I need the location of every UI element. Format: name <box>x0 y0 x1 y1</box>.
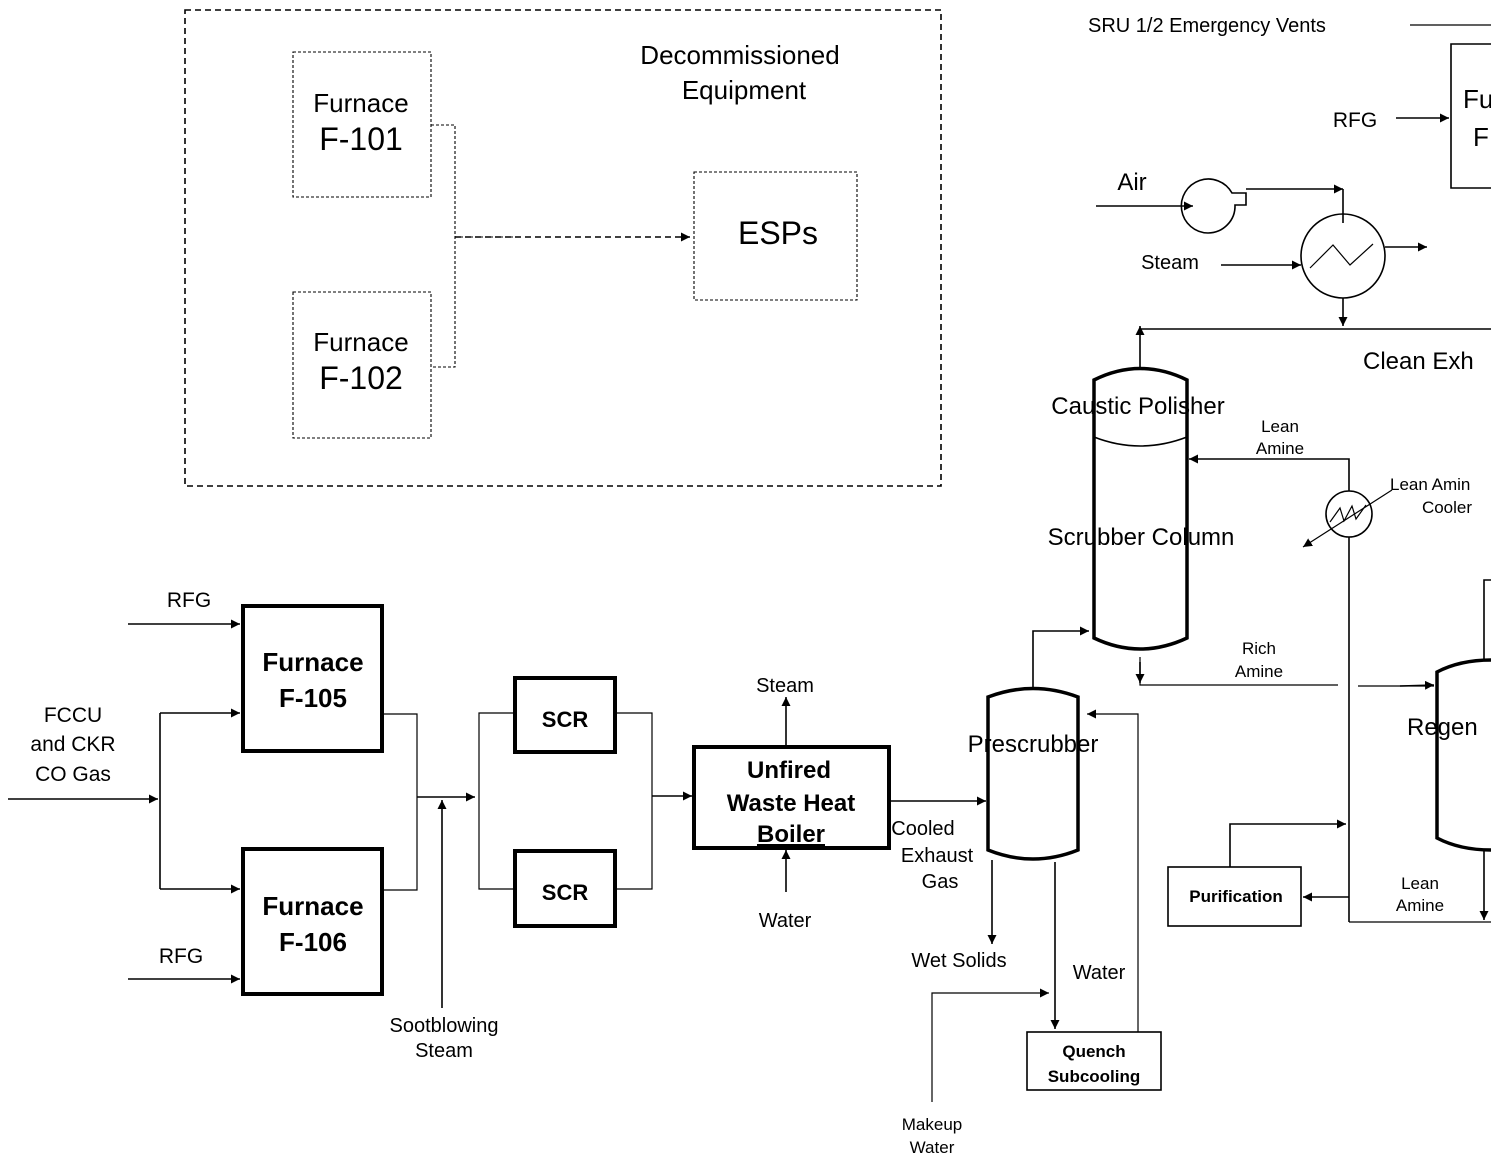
rich-amine-line <box>1139 657 1434 687</box>
lean-amine-bottom-label-line1: Lean <box>1401 874 1439 893</box>
scrubber-column-vessel <box>1092 366 1189 651</box>
esps-label: ESPs <box>738 215 818 251</box>
partial-furnace-label-line2: F <box>1473 122 1489 152</box>
water-label: Water <box>1073 962 1126 984</box>
purification-box <box>1167 866 1302 927</box>
wet-solids-label: Wet Solids <box>911 950 1006 972</box>
decommissioned-group: Decommissioned Equipment Furnace F-101 F… <box>184 9 942 487</box>
cooled-gas-label-line1: Cooled <box>891 818 954 840</box>
makeup-water-label-line1: Makeup <box>902 1115 962 1134</box>
boiler-label-line1: Unfired <box>747 757 831 784</box>
rich-amine-label-line1: Rich <box>1242 639 1276 658</box>
makeup-water-line <box>931 988 1049 1102</box>
rich-amine-to-regen-arrow <box>1399 680 1435 690</box>
partial-furnace-box <box>1450 43 1491 189</box>
regenerator-vessel <box>1435 658 1491 852</box>
feed-label-line3: CO Gas <box>35 763 111 786</box>
regenerator-label: Regen <box>1407 714 1478 741</box>
boiler-water-label: Water <box>759 910 812 932</box>
furnace-f105-label-line1: Furnace <box>262 647 363 677</box>
esps-box <box>693 171 858 301</box>
top-right-section: SRU 1/2 Emergency Vents Fu F RFG Air Ste… <box>1088 15 1491 326</box>
quench-label-line2: Subcooling <box>1048 1067 1141 1086</box>
scrubber-column-label: Scrubber Column <box>1048 524 1235 551</box>
rfg-top-label: RFG <box>167 589 211 612</box>
scrubber-section: Caustic Polisher Scrubber Column Clean E… <box>1048 326 1491 927</box>
quench-subcooling-box <box>1026 1031 1162 1091</box>
furnace-f106-label-line1: Furnace <box>262 891 363 921</box>
purification-return-line <box>1229 819 1346 867</box>
rfg-bottom-label: RFG <box>159 945 203 968</box>
lean-amine-top-line <box>1189 454 1350 533</box>
air-label: Air <box>1117 169 1146 196</box>
lean-amine-cooler-arrow <box>1302 489 1393 548</box>
furnace-outlet-merge <box>382 713 418 891</box>
lean-amine-bottom-label-line2: Amine <box>1396 896 1444 915</box>
scr-bottom-label: SCR <box>542 880 589 905</box>
quench-label-line1: Quench <box>1062 1042 1125 1061</box>
purification-label: Purification <box>1189 887 1283 906</box>
feed-label-line2: and CKR <box>30 733 115 756</box>
feed-label-line1: FCCU <box>44 704 102 727</box>
lean-amine-cooler-label-line1: Lean Amin <box>1390 475 1470 494</box>
scr-bottom-box <box>513 849 617 928</box>
lean-amine-top-label-line2: Amine <box>1256 439 1304 458</box>
decommissioned-title-line1: Decommissioned <box>640 40 839 70</box>
furnace-f105-box <box>241 604 384 753</box>
clean-exhaust-label: Clean Exh <box>1363 348 1474 375</box>
prescrubber-overhead-line <box>1032 626 1089 688</box>
lean-amine-top-label-line1: Lean <box>1261 417 1299 436</box>
decommissioned-title-line2: Equipment <box>682 75 807 105</box>
caustic-polisher-label: Caustic Polisher <box>1051 393 1224 420</box>
lean-amine-cooler-coil <box>1329 504 1367 523</box>
furnace-f102-label-line2: F-102 <box>319 360 403 396</box>
cooled-gas-label-line2: Exhaust <box>901 845 974 867</box>
scr-outlet-merge <box>615 712 653 890</box>
boiler-label-line3: Boiler <box>757 821 825 848</box>
decommissioned-boundary <box>184 9 942 487</box>
partial-furnace-label-line1: Fu <box>1463 84 1491 114</box>
caustic-polisher-divider <box>1093 436 1188 447</box>
steam-label: Steam <box>1141 252 1199 274</box>
scr-top-label: SCR <box>542 707 589 732</box>
prescrubber-section: Prescrubber Wet Solids Water Makeup Wate… <box>902 626 1162 1157</box>
prescrubber-vessel <box>986 686 1080 861</box>
air-blower-icon <box>1180 178 1247 234</box>
furnace-f102-box <box>292 291 432 439</box>
regenerator-overhead <box>1483 579 1491 660</box>
prescrubber-label: Prescrubber <box>968 731 1099 758</box>
scr-split <box>478 712 513 890</box>
quench-recycle-line <box>1087 709 1139 1032</box>
sru-vents-label: SRU 1/2 Emergency Vents <box>1088 15 1326 37</box>
sootblowing-label-line2: Steam <box>415 1040 473 1062</box>
top-rfg-label: RFG <box>1333 109 1377 132</box>
furnace-f101-label-line1: Furnace <box>313 88 408 118</box>
makeup-water-label-line2: Water <box>910 1138 955 1157</box>
decommissioned-connector <box>431 124 520 368</box>
waste-heat-boiler-box <box>692 745 891 850</box>
sootblowing-label-line1: Sootblowing <box>390 1015 499 1037</box>
furnace-section: RFG FCCU and CKR CO Gas RFG Furnace F-10… <box>8 589 498 1062</box>
rich-amine-label-line2: Amine <box>1235 662 1283 681</box>
furnace-f102-label-line1: Furnace <box>313 327 408 357</box>
lean-amine-cooler <box>1325 490 1373 538</box>
furnace-f106-box <box>241 847 384 996</box>
furnace-f101-label-line2: F-101 <box>319 121 403 157</box>
furnace-f106-label-line2: F-106 <box>279 927 347 957</box>
lean-amine-cooler-label-line2: Cooler <box>1422 498 1472 517</box>
scr-boiler-section: SCR SCR Unfired Waste Heat Boiler Steam … <box>478 675 986 932</box>
boiler-steam-label: Steam <box>756 675 814 697</box>
air-heater-coil <box>1309 243 1374 269</box>
scr-top-box <box>513 676 617 754</box>
furnace-f105-label-line2: F-105 <box>279 683 347 713</box>
cooled-gas-label-line3: Gas <box>922 871 959 893</box>
boiler-label-line2: Waste Heat <box>727 790 855 817</box>
